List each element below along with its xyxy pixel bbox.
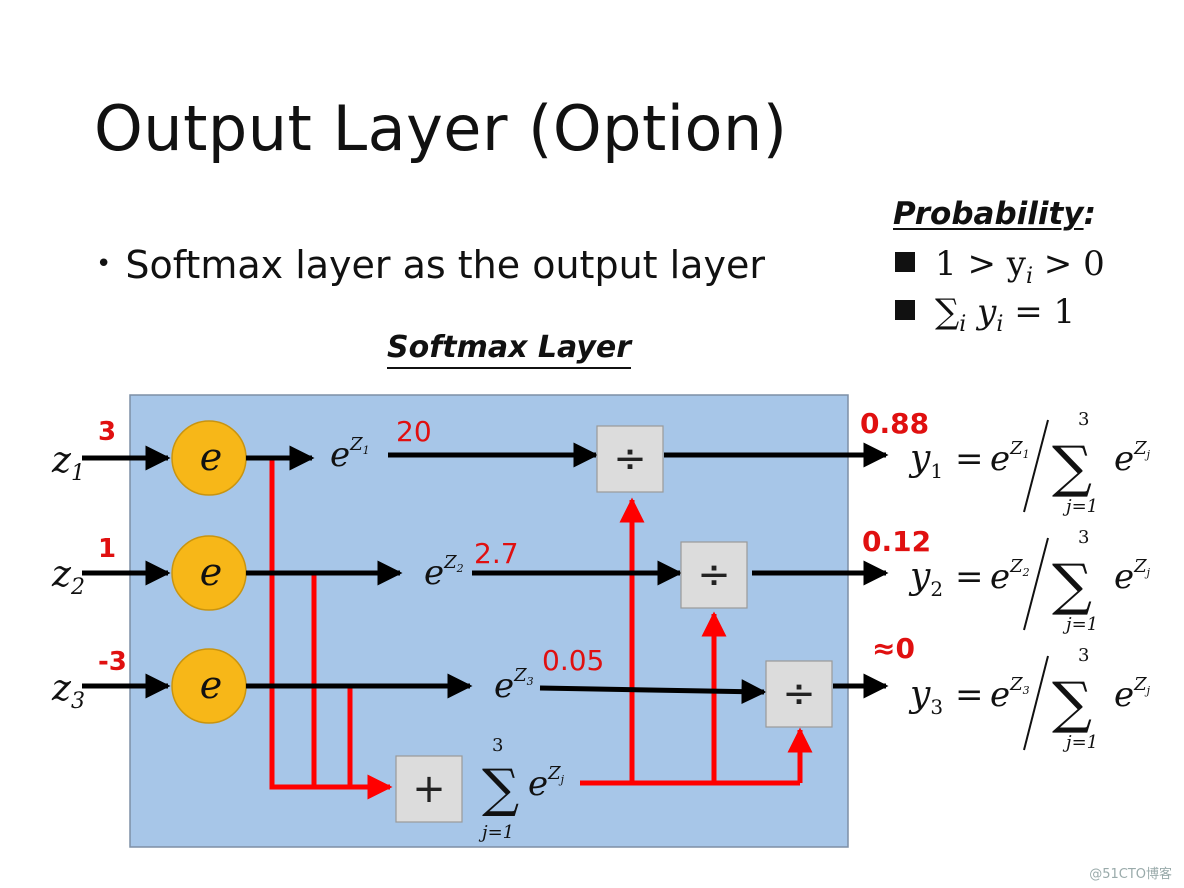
softmax-panel: [129, 394, 849, 848]
divide-box-1: [596, 425, 664, 493]
svg-text:3: 3: [1078, 527, 1089, 548]
probability-rule-sum: ∑i yi = 1: [895, 292, 1075, 337]
output-prob-3: ≈0: [872, 632, 915, 665]
svg-text:eZ3: eZ3: [990, 674, 1030, 715]
svg-text:3: 3: [492, 735, 503, 756]
exp-value-2: 2.7: [474, 537, 519, 570]
rule-tail: > 0: [1033, 244, 1105, 284]
svg-text:∑: ∑: [1052, 435, 1092, 500]
watermark: @51CTO博客: [1089, 867, 1172, 882]
input-label-3: z3: [51, 668, 85, 714]
sum-term: ∑ 3 j=1 eZj: [478, 735, 565, 843]
divide-box-2: [680, 541, 748, 609]
svg-text:eZ2: eZ2: [990, 556, 1030, 597]
rule-tail: = 1: [1003, 292, 1076, 332]
svg-text:j=1: j=1: [1062, 496, 1098, 517]
exp-value-1: 20: [396, 415, 432, 448]
svg-text:y2: y2: [908, 556, 943, 601]
slide-title: Output Layer (Option): [94, 92, 788, 165]
square-bullet-icon: [895, 252, 915, 272]
svg-text:j=1: j=1: [1062, 614, 1098, 635]
exp-value-3: 0.05: [542, 644, 604, 677]
probability-heading: Probability:: [893, 196, 1096, 232]
svg-text:=: =: [955, 675, 984, 715]
input-arrows: [82, 445, 171, 699]
output-prob-2: 0.12: [862, 525, 931, 558]
bullet-dot-icon: •: [96, 249, 112, 279]
sum-symbol: ∑: [935, 292, 960, 332]
rule-subscript: i: [1025, 263, 1033, 289]
input-value-1: 3: [98, 417, 116, 447]
rule-subscript: i: [959, 311, 967, 337]
exp-term-2: eZ2: [424, 552, 464, 593]
output-formula-2: y2 = eZ2 ∑ 3 j=1 eZj: [908, 527, 1151, 635]
exp-node-label-3: e: [200, 663, 223, 707]
svg-text:∑: ∑: [482, 759, 519, 819]
probability-rule-range: 1 > yi > 0: [895, 244, 1105, 289]
bullet-item: • Softmax layer as the output layer: [96, 243, 765, 287]
svg-text:=: =: [955, 439, 984, 479]
output-formula-3: y3 = eZ3 ∑ 3 j=1 eZj: [908, 645, 1151, 753]
sum-wiring: [269, 458, 813, 800]
exp-node-label-2: e: [200, 550, 223, 594]
divide-icon-2: ÷: [697, 552, 731, 598]
exp-term-3: eZ3: [494, 665, 534, 706]
exp-term-1: eZ1: [330, 434, 370, 475]
svg-text:∑: ∑: [1052, 671, 1092, 736]
rule-subscript: i: [996, 311, 1004, 337]
softmax-layer-title: Softmax Layer: [387, 331, 632, 369]
svg-text:3: 3: [1078, 645, 1089, 666]
svg-text:y3: y3: [908, 674, 943, 719]
square-bullet-icon: [895, 300, 915, 320]
svg-text:j=1: j=1: [478, 822, 514, 843]
rule-y: y: [966, 292, 997, 332]
svg-text:=: =: [955, 557, 984, 597]
svg-text:eZj: eZj: [1114, 438, 1151, 479]
svg-text:eZj: eZj: [1114, 556, 1151, 597]
input-label-1: z1: [51, 440, 85, 486]
plus-icon: +: [412, 766, 446, 812]
output-formula-1: y1 = eZ1 ∑ 3 j=1 eZj: [908, 409, 1151, 517]
input-value-3: -3: [98, 647, 127, 677]
output-prob-1: 0.88: [860, 407, 929, 440]
svg-text:eZ1: eZ1: [990, 438, 1030, 479]
operator-boxes: [395, 425, 833, 823]
exp-node-label-1: e: [200, 435, 223, 479]
svg-text:eZj: eZj: [528, 763, 565, 804]
divide-icon-3: ÷: [782, 671, 816, 717]
svg-text:eZj: eZj: [1114, 674, 1151, 715]
svg-text:3: 3: [1078, 409, 1089, 430]
divide-icon-1: ÷: [613, 436, 647, 482]
input-label-2: z2: [51, 554, 85, 600]
sum-box: [395, 755, 463, 823]
svg-text:y1: y1: [908, 438, 943, 483]
svg-text:j=1: j=1: [1062, 732, 1098, 753]
input-value-2: 1: [98, 534, 116, 564]
svg-text:∑: ∑: [1052, 553, 1092, 618]
probability-heading-text: Probability: [893, 196, 1084, 232]
exp-nodes: [171, 420, 247, 724]
rule-text: 1 > y: [935, 244, 1026, 284]
flow-arrows: [246, 442, 889, 705]
bullet-text: Softmax layer as the output layer: [125, 243, 765, 287]
divide-box-3: [765, 660, 833, 728]
